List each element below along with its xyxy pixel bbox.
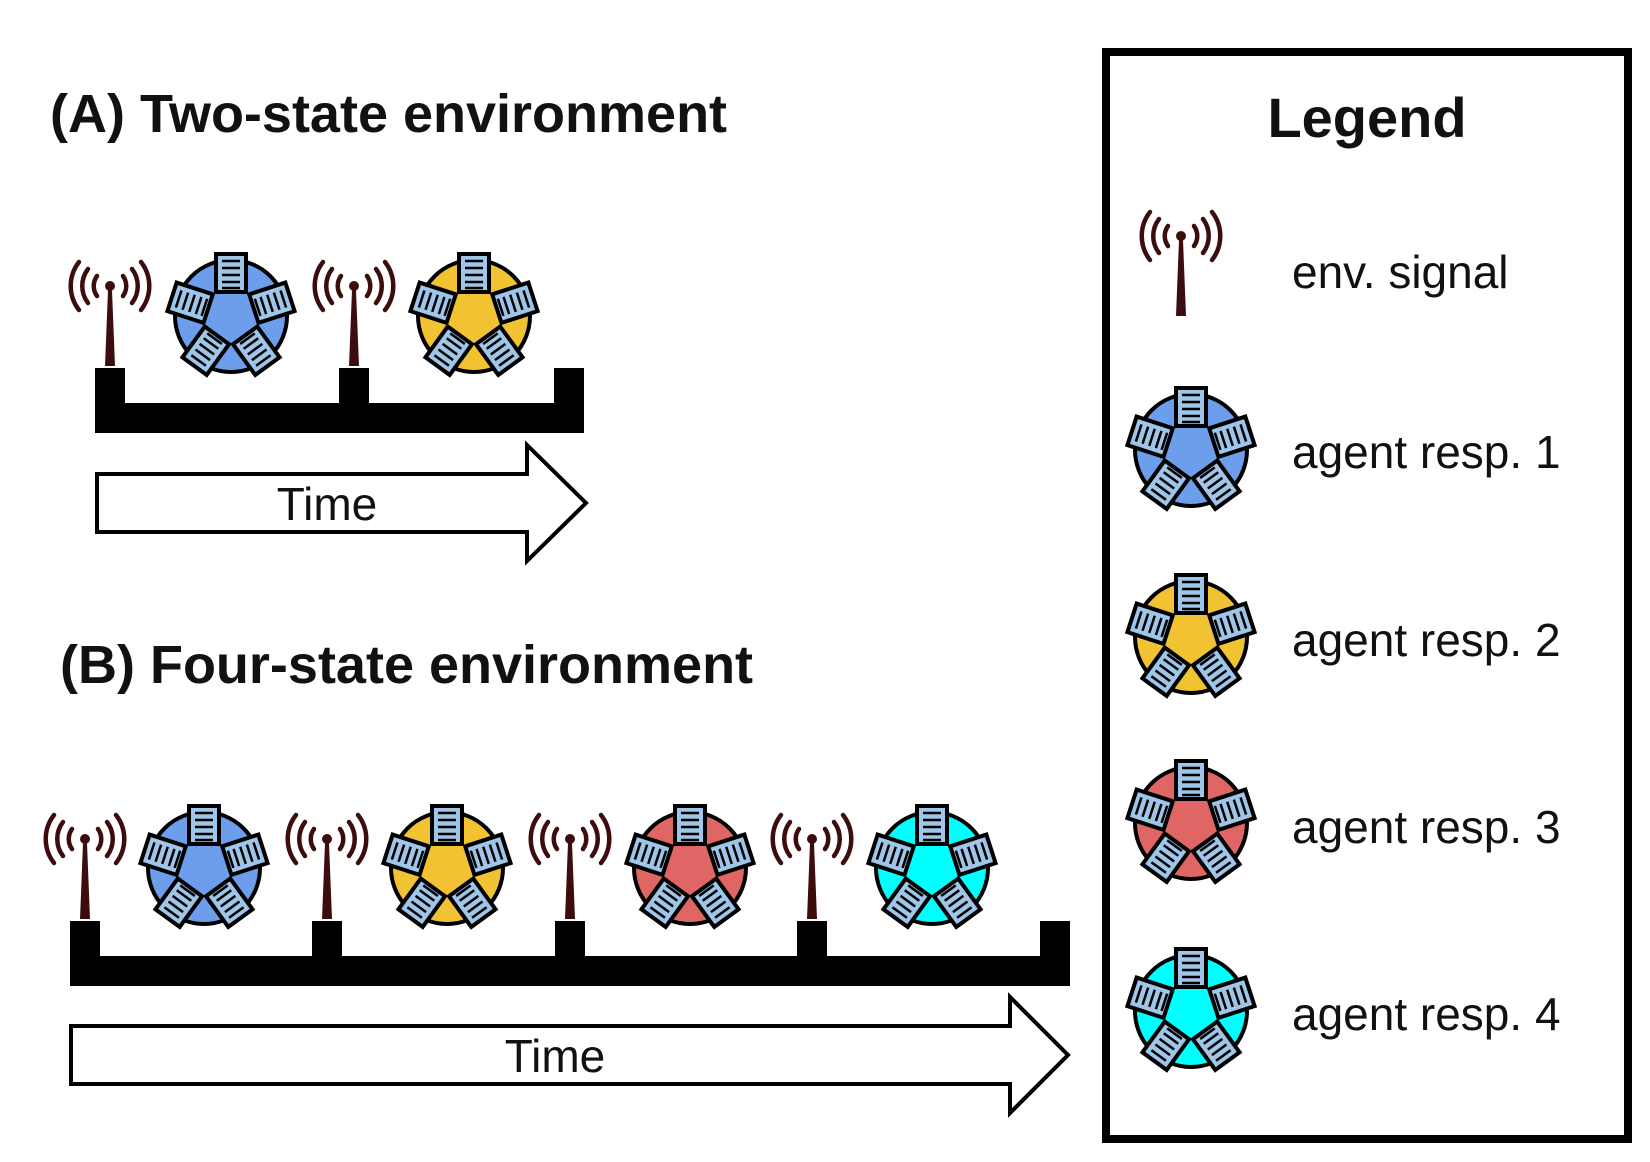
- agent-resp-2-icon: [410, 254, 537, 375]
- legend-label-agent-resp-1: agent resp. 1: [1292, 426, 1561, 478]
- legend-agent-resp-1-icon: [1127, 388, 1254, 509]
- agent-resp-2-icon: [383, 806, 510, 927]
- legend-label-agent-resp-2: agent resp. 2: [1292, 614, 1561, 666]
- agent-resp-1-icon: [140, 806, 267, 927]
- env-signal-icon: [531, 815, 610, 919]
- panel-a-timeline: [95, 368, 584, 433]
- env-signal-icon: [315, 262, 394, 366]
- panel-a-time-label: Time: [277, 478, 378, 530]
- env-signal-icon: [71, 262, 150, 366]
- legend-label-agent-resp-4: agent resp. 4: [1292, 988, 1561, 1040]
- legend-label-agent-resp-3: agent resp. 3: [1292, 801, 1561, 853]
- legend-agent-resp-2-icon: [1127, 575, 1254, 696]
- panel-b-title: (B) Four-state environment: [60, 635, 753, 695]
- env-signal-icon: [288, 815, 367, 919]
- legend-box: Legend env. signal agent resp. 1 agent r…: [1102, 48, 1632, 1143]
- legend-title: Legend: [1267, 86, 1466, 149]
- agent-resp-3-icon: [626, 806, 753, 927]
- panel-b-timeline: [70, 921, 1070, 986]
- legend-agent-resp-3-icon: [1127, 761, 1254, 882]
- env-signal-icon: [46, 815, 125, 919]
- panel-b-time-arrow: Time: [69, 992, 1071, 1118]
- panel-b-time-label: Time: [505, 1030, 606, 1082]
- panel-a-time-arrow: Time: [95, 440, 589, 566]
- agent-resp-4-icon: [868, 806, 995, 927]
- agent-resp-1-icon: [167, 254, 294, 375]
- legend-agent-resp-4-icon: [1127, 949, 1254, 1070]
- panel-a-title: (A) Two-state environment: [50, 84, 727, 144]
- legend-label-env-signal: env. signal: [1292, 246, 1509, 298]
- env-signal-icon: [773, 815, 852, 919]
